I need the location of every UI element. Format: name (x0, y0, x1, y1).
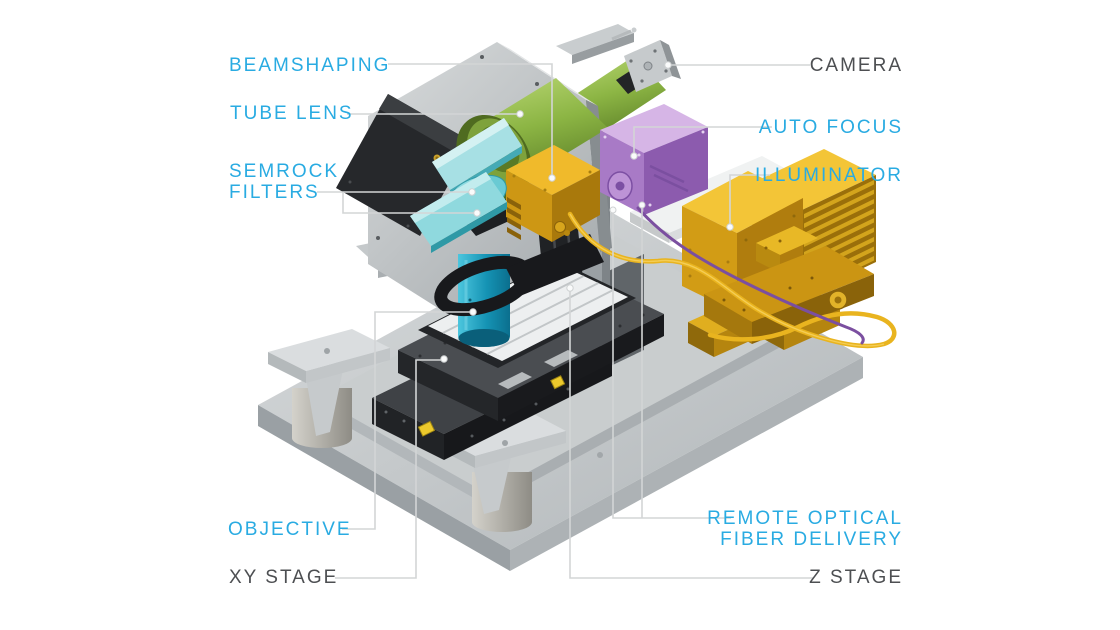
label-remote-line1: REMOTE OPTICAL (707, 508, 903, 529)
label-z-stage: Z STAGE (809, 567, 903, 588)
leader-objective (342, 311, 470, 530)
left-isolator-foot (268, 329, 390, 448)
callout-dot-z-stage (566, 284, 574, 292)
callout-dot-semrock-lower (473, 209, 481, 217)
illuminator-top-bracket (756, 226, 818, 273)
yellow-fiber-highlight (569, 213, 885, 347)
fiber-connector (554, 221, 566, 233)
label-beamshaping: BEAMSHAPING (229, 55, 391, 76)
label-remote-optical-fiber-delivery: REMOTE OPTICAL FIBER DELIVERY (707, 508, 903, 550)
camera-focus-rail (556, 24, 637, 64)
label-camera: CAMERA (809, 55, 903, 76)
callout-dot-camera (664, 61, 672, 69)
callout-dot-beamshaping (548, 174, 556, 182)
camera-body (624, 40, 681, 92)
autofocus-module (600, 104, 708, 215)
callout-dot-remote-fiber-2 (638, 201, 646, 209)
leader-xy-stage (335, 359, 441, 579)
callout-dot-semrock-upper (468, 188, 476, 196)
label-objective: OBJECTIVE (228, 519, 352, 540)
optical-fibers (567, 206, 897, 349)
callout-dot-remote-fiber-1 (609, 206, 617, 214)
label-illuminator: ILLUMINATOR (755, 165, 903, 186)
objective-mount-arm (506, 234, 604, 296)
label-remote-line2: FIBER DELIVERY (720, 529, 903, 550)
warning-sticker (550, 375, 566, 390)
leader-illuminator (729, 174, 770, 225)
callout-dots (440, 61, 734, 363)
label-tube-lens: TUBE LENS (230, 103, 354, 124)
leader-z-stage (569, 291, 813, 579)
callout-dot-objective (469, 308, 477, 316)
leader-semrock-filters (317, 191, 474, 214)
warning-sticker (417, 420, 436, 437)
leader-beamshaping (388, 63, 553, 177)
label-xy-stage: XY STAGE (229, 567, 339, 588)
callout-dot-tube-lens (516, 110, 524, 118)
lower-filter (410, 172, 507, 253)
callout-dot-auto-focus (630, 152, 638, 160)
objective-assembly (434, 234, 604, 347)
label-semrock-line2: FILTERS (229, 182, 320, 203)
label-semrock-line1: SEMROCK (229, 161, 340, 182)
label-semrock-filters: SEMROCK FILTERS (229, 161, 339, 203)
leader-remote-fiber (612, 207, 731, 519)
callout-dot-xy-stage (440, 355, 448, 363)
label-auto-focus: AUTO FOCUS (758, 117, 903, 138)
purple-fiber (636, 206, 865, 345)
leader-lines (317, 63, 813, 579)
callout-dot-illuminator (726, 223, 734, 231)
beamshaping-module (506, 145, 600, 242)
leader-auto-focus (633, 126, 772, 153)
